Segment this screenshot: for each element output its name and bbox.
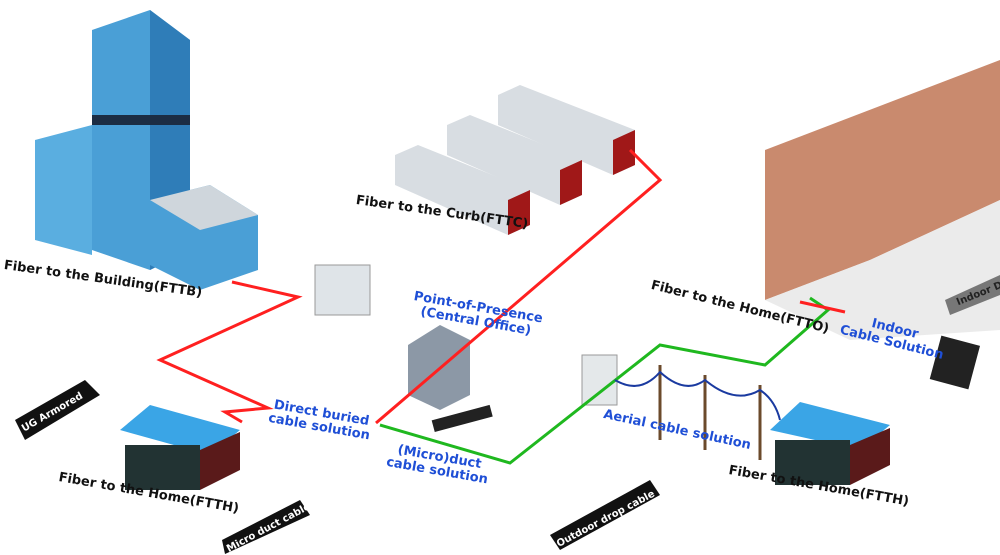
- street-cabinet: [581, 354, 618, 406]
- ftth-house-right: [770, 402, 890, 485]
- distribution-cabinet: [314, 264, 371, 316]
- splice-closure: [431, 404, 493, 433]
- ftth-house-left: [120, 405, 240, 490]
- termination-box: [929, 335, 981, 390]
- fttc-buildings: [395, 85, 635, 235]
- outdoor-drop-cable: [550, 480, 660, 550]
- ug-armored-cable: [15, 380, 100, 440]
- aerial-poles: [658, 365, 762, 460]
- aerial-cable: [614, 370, 781, 421]
- micro-duct-cable: [222, 500, 310, 554]
- red-route-fttb: [156, 280, 303, 424]
- fttb-building: [35, 10, 258, 290]
- red-indoor-link: [799, 300, 846, 314]
- ftto-building: [765, 60, 1000, 340]
- red-route-fttc: [375, 148, 663, 425]
- indoor-drop-cable: [945, 275, 1000, 315]
